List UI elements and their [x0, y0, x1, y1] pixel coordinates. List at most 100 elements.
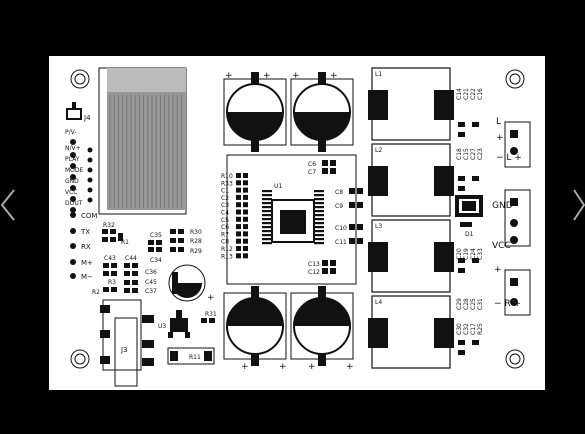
svg-text:C30: C30 [456, 323, 463, 335]
left-pin-pads [70, 139, 93, 213]
ic-ref-label: R12 [221, 246, 233, 253]
inductor: L3 [368, 219, 454, 293]
pin-label: COM [81, 212, 97, 220]
pin-label: M+ [81, 259, 93, 267]
pin-label: P/V- [65, 129, 77, 136]
ic-ref-label: C3 [221, 202, 229, 209]
j4-connector: J4 [66, 102, 91, 122]
svg-text:L4: L4 [375, 299, 382, 306]
svg-text:R32: R32 [103, 222, 115, 229]
svg-text:C28: C28 [463, 298, 470, 310]
electrolytic-capacitor: ++ [223, 286, 287, 372]
svg-text:VCC: VCC [492, 241, 511, 251]
svg-text:C24: C24 [470, 248, 477, 260]
j3-audio-jack: J3 [100, 299, 154, 387]
svg-text:C20: C20 [456, 248, 463, 260]
inductor: L4 [368, 295, 454, 369]
svg-text:C31: C31 [477, 298, 484, 310]
pin-label: GND [65, 178, 79, 185]
ic-ref-label: C8 [221, 239, 229, 246]
inductor: L1 [368, 67, 454, 141]
svg-text:C16: C16 [477, 88, 484, 100]
svg-text:C32: C32 [463, 323, 470, 335]
pin-label: M− [81, 273, 93, 281]
ic-ref-label: C6 [221, 224, 229, 231]
svg-text:+: + [494, 265, 502, 275]
left-pin-labels: P/V- N/V+ PLAY MODE GND VCC DOUT [65, 129, 84, 207]
svg-text:+: + [346, 362, 354, 372]
ic-ref-label: R7 [221, 231, 229, 238]
svg-text:R30: R30 [190, 229, 202, 236]
electrolytic-capacitors: ++++++++ [223, 71, 354, 372]
svg-text:+: + [263, 71, 271, 81]
svg-text:C43: C43 [104, 255, 116, 262]
svg-text:R29: R29 [190, 248, 202, 255]
svg-text:+: + [241, 362, 249, 372]
svg-text:+: + [279, 362, 287, 372]
svg-text:C8: C8 [335, 189, 343, 196]
electrolytic-capacitor: ++ [290, 71, 354, 152]
u3-regulator: U3 R31 [158, 310, 217, 338]
svg-text:C14: C14 [456, 88, 463, 100]
svg-text:L3: L3 [375, 223, 382, 230]
svg-text:U1: U1 [274, 183, 282, 190]
svg-text:C10: C10 [335, 225, 347, 232]
svg-text:C7: C7 [308, 169, 316, 176]
svg-text:C44: C44 [125, 255, 137, 262]
d1-diode: D1 [455, 195, 483, 238]
svg-text:+: + [207, 293, 215, 303]
svg-text:− L +: − L + [496, 153, 522, 163]
ic-ref-label: R33 [221, 180, 233, 187]
pin-label: MODE [65, 167, 84, 174]
terminal-left-channel: L + − L + [496, 117, 531, 168]
svg-text:+: + [330, 71, 338, 81]
svg-text:C17: C17 [470, 323, 477, 335]
svg-text:+: + [225, 71, 233, 81]
svg-text:C9: C9 [335, 203, 343, 210]
svg-text:R28: R28 [190, 238, 202, 245]
electrolytic-capacitor: ++ [290, 286, 354, 372]
svg-text:C29: C29 [456, 298, 463, 310]
svg-text:C34: C34 [150, 257, 162, 264]
svg-text:J3: J3 [120, 346, 128, 354]
svg-text:R25: R25 [477, 323, 484, 335]
ic-ref-label: C4 [221, 210, 229, 217]
electrolytic-capacitor: ++ [223, 71, 287, 152]
svg-text:L2: L2 [375, 147, 382, 154]
passive-parts-left: R32 R1 C35 C34 R30 R28 R29 C43 C44 C36 C… [92, 222, 202, 296]
svg-text:D1: D1 [465, 231, 474, 238]
svg-text:+: + [496, 133, 504, 143]
ic-ref-label: C5 [221, 217, 229, 224]
svg-text:C36: C36 [145, 269, 157, 276]
pin-label: N/V+ [65, 145, 81, 152]
terminal-right-channel: + − R + [494, 265, 531, 316]
svg-text:+: + [308, 362, 316, 372]
chevron-right-icon[interactable] [573, 189, 585, 221]
left-io-labels: COM TX RX M+ M− [70, 212, 97, 281]
svg-text:C6: C6 [308, 161, 316, 168]
svg-text:C22: C22 [470, 88, 477, 100]
r11-resistor: R11 [167, 347, 215, 365]
svg-text:C21: C21 [463, 88, 470, 100]
svg-text:C33: C33 [477, 248, 484, 260]
svg-text:C37: C37 [145, 288, 157, 295]
svg-text:L1: L1 [375, 71, 382, 78]
j4-label: J4 [83, 114, 91, 122]
chevron-left-icon[interactable] [0, 189, 15, 221]
svg-text:C27: C27 [470, 148, 477, 160]
small-capacitor: + [168, 264, 215, 303]
svg-text:C23: C23 [477, 148, 484, 160]
svg-text:C19: C19 [463, 248, 470, 260]
terminal-power: GND VCC [492, 189, 531, 251]
svg-text:R1: R1 [121, 239, 129, 246]
ic-ref-label: R13 [221, 253, 233, 260]
svg-text:U3: U3 [158, 323, 166, 330]
pin-label: DOUT [65, 200, 83, 207]
svg-text:C18: C18 [456, 148, 463, 160]
svg-text:− R +: − R + [494, 299, 521, 309]
ic-ref-label: C1 [221, 188, 229, 195]
